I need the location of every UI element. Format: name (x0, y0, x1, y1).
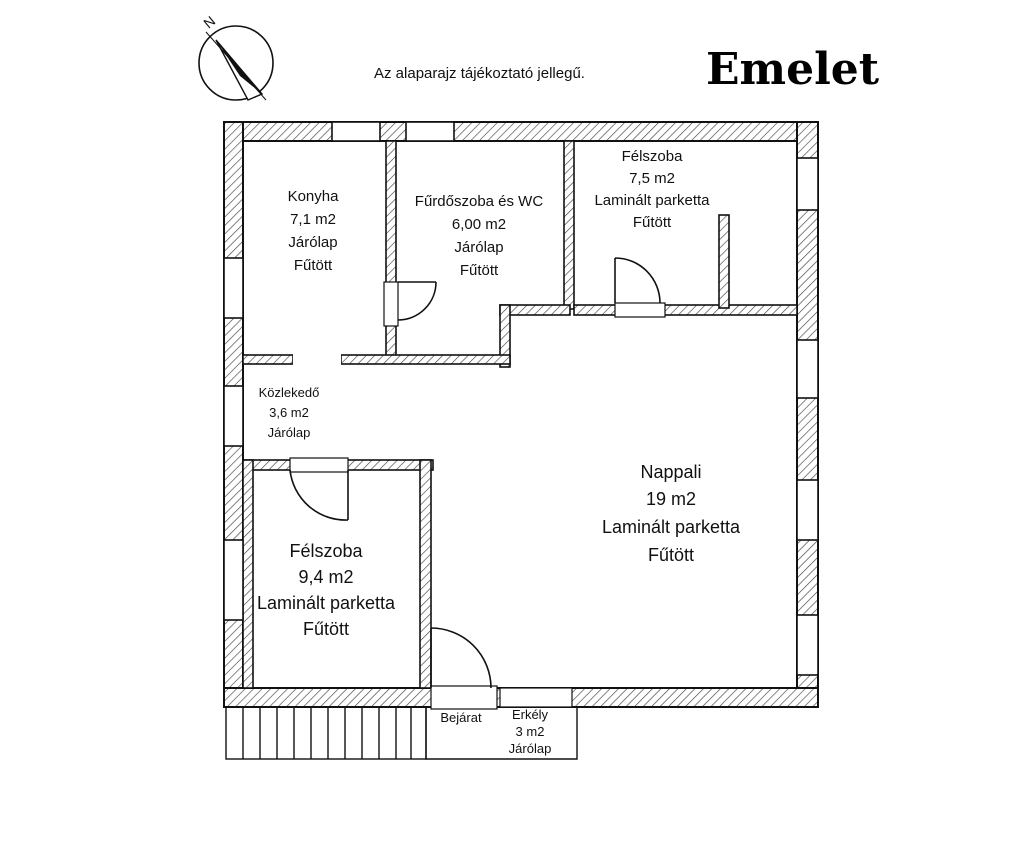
north-compass-icon: N (198, 13, 274, 101)
room-area: 7,5 m2 (629, 170, 675, 187)
room-area: 7,1 m2 (290, 211, 336, 228)
room-konyha: Konyha 7,1 m2 Járólap Fűtött (288, 188, 340, 274)
room-name: Nappali (640, 462, 701, 482)
room-area: 3,6 m2 (269, 405, 309, 420)
room-name: Fűrdőszoba és WC (415, 193, 544, 210)
room-erkely: Erkély 3 m2 Járólap (509, 707, 552, 756)
room-name: Konyha (288, 188, 340, 205)
room-heating: Fűtött (460, 262, 499, 279)
room-heating: Fűtött (303, 619, 349, 639)
room-name: Félszoba (289, 541, 363, 561)
page-title: Emelet (706, 44, 880, 95)
room-felszoba-upper: Félszoba 7,5 m2 Laminált parketta Fűtött (594, 148, 710, 231)
room-name: Közlekedő (259, 385, 320, 400)
room-heating: Fűtött (648, 545, 694, 565)
doors (289, 257, 666, 710)
room-name: Félszoba (622, 148, 684, 165)
room-area: 9,4 m2 (298, 567, 353, 587)
compass-north-label: N (200, 13, 218, 32)
room-floor: Laminált parketta (602, 517, 741, 537)
room-bejarat: Bejárat (440, 710, 482, 725)
interior-walls (242, 140, 798, 689)
room-felszoba-lower: Félszoba 9,4 m2 Laminált parketta Fűtött (257, 541, 396, 639)
room-heating: Fűtött (294, 257, 333, 274)
room-floor: Járólap (268, 425, 311, 440)
windows (223, 121, 819, 676)
room-heating: Fűtött (633, 214, 672, 231)
room-name: Bejárat (440, 710, 482, 725)
room-area: 6,00 m2 (452, 216, 506, 233)
room-floor: Laminált parketta (594, 192, 710, 209)
room-area: 19 m2 (646, 489, 696, 509)
room-area: 3 m2 (516, 724, 545, 739)
disclaimer-note: Az alaparajz tájékoztató jellegű. (374, 65, 585, 82)
room-floor: Járólap (509, 741, 552, 756)
room-floor: Laminált parketta (257, 593, 396, 613)
room-floor: Járólap (288, 234, 337, 251)
room-floor: Járólap (454, 239, 503, 256)
stairs (225, 706, 427, 760)
room-kozlekedo: Közlekedő 3,6 m2 Járólap (259, 385, 320, 440)
room-nappali: Nappali 19 m2 Laminált parketta Fűtött (602, 462, 741, 565)
room-name: Erkély (512, 707, 549, 722)
room-furdoszoba: Fűrdőszoba és WC 6,00 m2 Járólap Fűtött (415, 193, 544, 279)
balcony-outline (425, 707, 578, 760)
